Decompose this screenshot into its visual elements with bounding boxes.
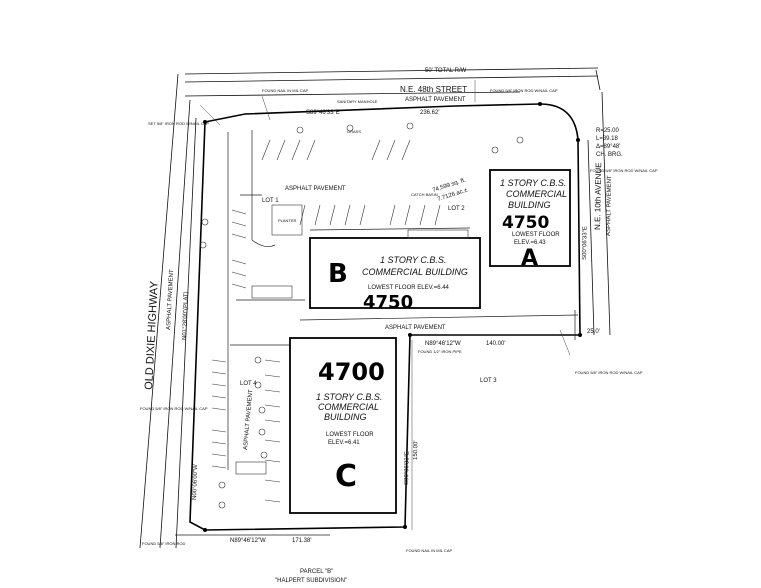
bearing-north-dist: 236.62' [420,110,440,116]
building-c [289,337,397,514]
building-c-floor-label: LOWEST FLOOR [326,432,374,438]
curve-ch: CH. BRG. [596,152,623,158]
lot-4-label: LOT 4 [240,381,257,387]
east-street-name: N.E. 10th AVENUE [593,162,603,230]
found-rod-sw-note: FOUND 5/8" IRON ROD [142,541,186,546]
building-a-line2: COMMERCIAL [506,189,567,199]
street-lines [139,67,611,549]
found-rod-w-note: FOUND 5/8" IRON ROD W/NAIL CAP [140,406,208,411]
building-a [489,169,571,267]
lot-3-label: LOT 3 [480,378,497,384]
found-rod-e-note: FOUND 5/8" IRON ROD W/NAIL CAP [590,168,658,173]
curbs [175,130,579,536]
building-b-line2: COMMERCIAL BUILDING [362,267,468,277]
building-c-line2: COMMERCIAL [318,402,379,412]
building-c-line1: 1 STORY C.B.S. [316,392,382,402]
dist-25: 25.0' [587,329,600,335]
found-rod-e2-note: FOUND 5/8" IRON ROD W/NAIL CAP [575,370,643,375]
pavement-center-label: ASPHALT PAVEMENT [285,186,346,192]
bearing-west-plat: N01°28'00"(PLAT) [182,291,190,340]
bearing-north-mid: N89°46'12"W [425,341,461,347]
pavement-mid-label: ASPHALT PAVEMENT [385,325,446,331]
building-b-floor: LOWEST FLOOR ELEV.=6.44 [368,285,450,291]
planter-label: PLANTER [278,218,297,223]
subdivision-label: "HALPERT SUBDIVISION" [275,578,347,584]
north-street-name: N.E. 48th STREET [400,85,467,94]
sanitary-note: SANITARY MANHOLE [337,99,378,104]
curve-r: R=25.00 [596,128,620,134]
west-street-name: OLD DIXIE HIGHWAY [143,280,161,390]
building-a-floor-label: LOWEST FLOOR [512,232,560,238]
bearing-west-meas: N00°06'00"W [192,464,199,500]
found-nail-note: FOUND NAIL IN MIL CAP [262,88,308,93]
north-street-pavement: ASPHALT PAVEMENT [405,97,466,103]
dimension-lines [199,80,571,530]
bearing-south: N89°46'12"W [230,538,266,544]
bearing-east-upper: S00°06'33"E [582,226,589,260]
bearing-north: S89°46'33"E [306,110,340,116]
lot-1-label: LOT 1 [262,198,279,204]
curve-d: Δ=89°48' [596,144,620,150]
north-rw: 50' TOTAL R/W [425,68,467,74]
found-rod-ne-note: FOUND 5/8" IRON ROD W/NAIL CAP [490,88,558,93]
building-a-line1: 1 STORY C.B.S. [500,178,566,188]
monuments [203,102,582,532]
parking-stripes [211,139,441,503]
building-b-line1: 1 STORY C.B.S. [380,255,446,265]
building-b [309,237,481,309]
building-c-floor-elev: ELEV.=6.41 [328,440,360,446]
building-c-address: 4700 [318,358,385,386]
lot-2-label: LOT 2 [448,206,465,212]
west-street-pavement: ASPHALT PAVEMENT [166,269,175,330]
building-a-line3: BUILDING [508,200,551,210]
pavement-west-label: ASPHALT PAVEMENT [243,389,254,450]
found-pipe-note: FOUND 1/2" IRON PIPE [418,349,462,354]
set-rod-note: SET 5/8" IRON ROD W/NAIL CAP [148,121,209,126]
grass-label: GRASS [347,129,361,134]
building-a-letter: A [521,246,538,271]
catch-basin-note: CATCH BASIN [411,192,438,197]
building-c-line3: BUILDING [324,412,367,422]
bearing-south-dist: 171.38' [292,538,312,544]
building-a-floor-elev: ELEV.=6.43 [514,240,546,246]
building-c-letter: C [335,459,357,494]
found-nail-s-note: FOUND NAIL IN MIL CAP [406,548,452,553]
bearing-east-mid: S00°06'33"E [404,451,411,485]
parcel-b-label: PARCEL "B" [300,569,333,575]
bearing-east-mid-dist: 150.00' [413,440,419,460]
building-a-address: 4750 [502,213,549,233]
east-street-pavement: ASPHALT PAVEMENT [606,175,613,236]
building-b-letter: B [328,259,348,289]
planters [235,204,469,475]
bearing-north-mid-dist: 140.00' [486,341,506,347]
building-b-address: 4750 [363,292,413,313]
trees [199,122,524,509]
curve-l: L=39.18 [596,136,619,142]
